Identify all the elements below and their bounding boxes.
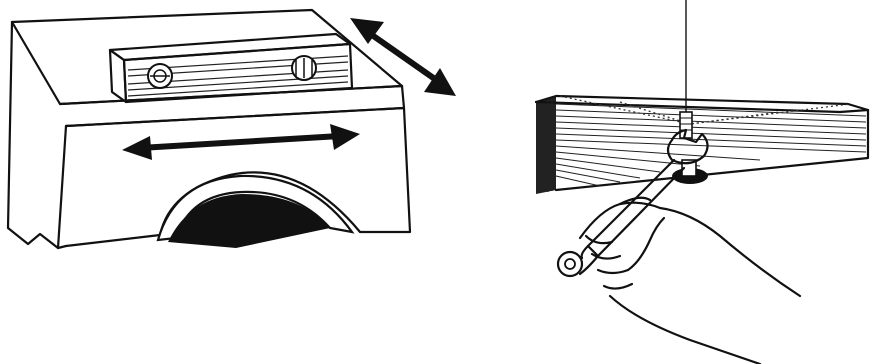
appliance-panel xyxy=(8,10,456,248)
double-arrow-icon-diagonal xyxy=(350,18,456,96)
leveling-foot-panel xyxy=(536,0,868,364)
hand-icon xyxy=(580,198,800,364)
double-arrow-icon-horizontal xyxy=(122,124,360,160)
spirit-level-icon xyxy=(110,34,352,102)
appliance-left-side xyxy=(8,22,66,248)
